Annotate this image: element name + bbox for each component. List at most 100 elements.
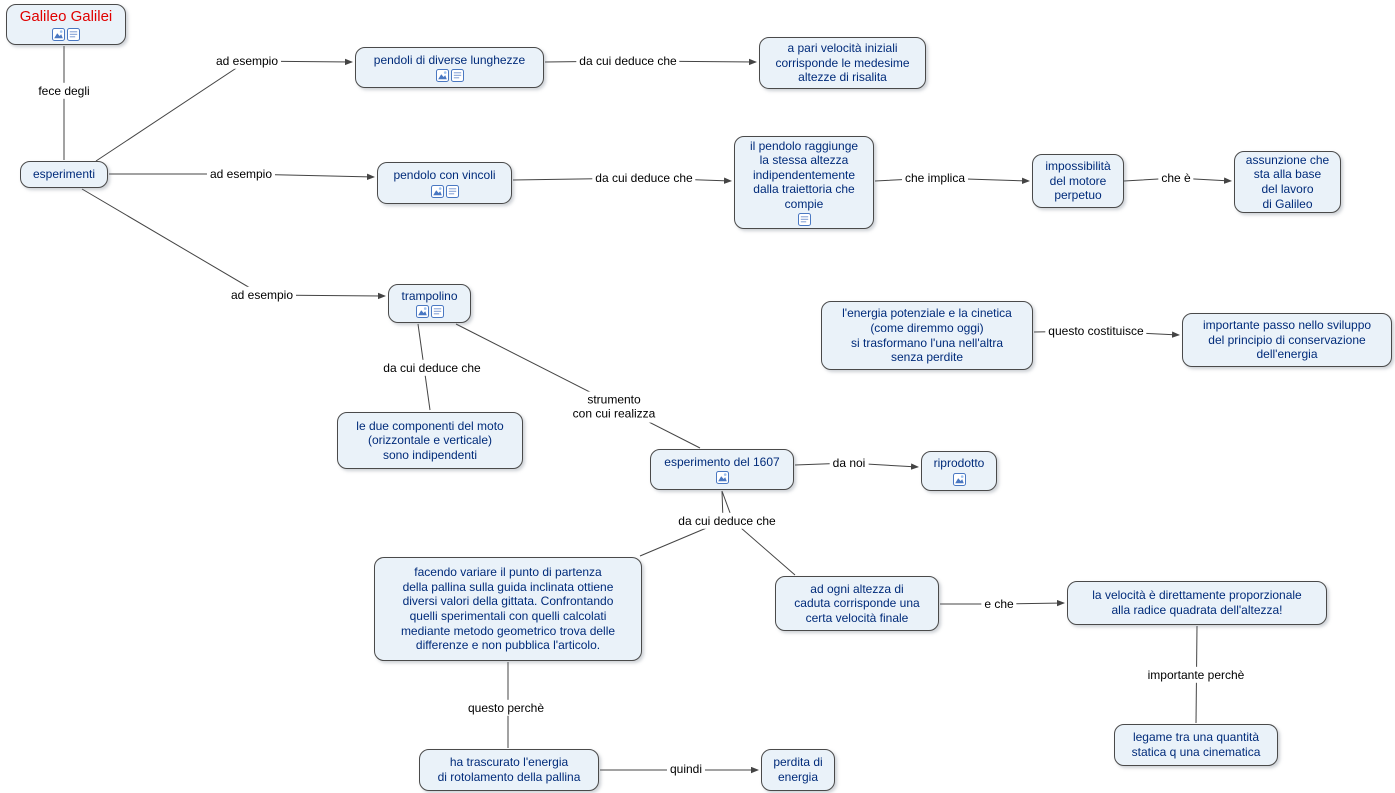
concept-text-line: della pallina sulla guida inclinata otti… [402,579,614,594]
concept-text-line: impossibilità [1045,159,1111,174]
concept-text-line: (orizzontale e verticale) [367,433,493,448]
concept-text-line: riprodotto [933,456,985,471]
concept-text-line: il pendolo raggiunge [749,138,859,153]
concept-text-line: ad ogni altezza di [810,581,904,596]
concept-text-line: perdita di [773,755,823,770]
link-label-text: ad esempio [215,53,279,68]
concept-text-line: quelli sperimentali con quelli calcolati [409,609,607,623]
link-label-fece-degli[interactable]: fece degli [35,82,93,100]
concept-riprodotto[interactable]: riprodotto [921,451,997,491]
concept-text-line: dalla traiettoria che [753,182,855,197]
concept-trampolino[interactable]: trampolino [388,284,471,323]
link-label-importante-perche[interactable]: importante perchè [1144,666,1248,684]
image-icon[interactable] [435,69,449,83]
image-icon[interactable] [430,184,444,198]
resource-icons [952,472,966,486]
link-label-ad-esempio-3[interactable]: ad esempio [227,286,297,304]
concept-text-line: di rotolamento della pallina [437,770,581,784]
concept-text-line: perpetuo [1054,188,1102,203]
concept-pendoli-diverse-lunghezze[interactable]: pendoli di diverse lunghezze [355,47,544,88]
link-label-text: importante perchè [1147,667,1245,682]
concept-text-line: le due componenti del moto [356,418,504,433]
concept-text-line: a pari velocità iniziali [787,41,898,56]
link-label-che-e[interactable]: che è [1158,169,1194,187]
link-label-text: da cui deduce che [595,170,693,185]
concept-text-line: caduta corrisponde una [794,596,920,611]
link-label-che-implica[interactable]: che implica [901,169,969,187]
concept-text-line: statica q una cinematica [1131,745,1261,759]
concept-text-line: pendoli di diverse lunghezze [373,52,526,67]
concept-text-line: (come diremmo oggi) [870,320,984,335]
concept-text-line: ha trascurato l'energia [449,755,569,770]
concept-esperimenti[interactable]: esperimenti [20,161,108,188]
concept-text-line: facendo variare il punto di partenza [414,565,602,580]
concept-text-line: la stessa altezza [759,153,849,168]
concept-esperimento-del-1607[interactable]: esperimento del 1607 [650,449,794,490]
link-label-da-cui-deduce-che-1[interactable]: da cui deduce che [576,52,680,70]
notes-icon[interactable] [450,69,464,83]
link-line-esperimenti--pendoli-diverse-lunghezze [95,58,353,162]
link-label-ad-esempio-2[interactable]: ad esempio [206,165,276,183]
concept-le-due-componenti[interactable]: le due componenti del moto(orizzontale e… [337,412,523,469]
concept-text-line: l'energia potenziale e la cinetica [842,306,1012,321]
link-label-e-che[interactable]: e che [981,595,1017,613]
concept-text-line: esperimenti [32,167,96,182]
link-label-text: ad esempio [230,287,294,302]
concept-text-line: dell'energia [1256,347,1318,362]
concept-text-line: certa velocità finale [805,610,909,625]
concept-text-line: di Galileo [1262,196,1313,211]
concept-text-line: energia [777,770,819,784]
concept-text-line: compie [784,196,824,211]
link-label-da-cui-deduce-che-3[interactable]: da cui deduce che [380,359,484,377]
notes-icon[interactable] [797,213,811,227]
concept-la-velocita-proporzionale[interactable]: la velocità è direttamente proporzionale… [1067,581,1327,625]
concept-text-line: del lavoro [1261,182,1314,196]
link-label-quindi[interactable]: quindi [666,760,706,778]
link-line-esperimenti--trampolino [81,188,386,300]
link-label-ad-esempio-1[interactable]: ad esempio [212,52,282,70]
link-label-text: quindi [669,761,703,776]
concept-text-line: esperimento del 1607 [664,454,780,469]
concept-galileo-galilei[interactable]: Galileo Galilei [6,4,126,45]
link-label-text: fece degli [38,83,90,98]
link-label-questo-perche[interactable]: questo perchè [464,699,548,717]
link-label-text: con cui realizza [572,407,656,421]
concept-text-line: corrisponde le medesime [775,55,910,70]
notes-icon[interactable] [430,305,444,319]
image-icon[interactable] [715,471,729,485]
image-icon[interactable] [952,472,966,486]
concept-text-line: Galileo Galilei [19,7,113,25]
link-label-da-cui-deduce-che-4[interactable]: da cui deduce che [675,512,779,530]
notes-icon[interactable] [445,184,459,198]
resource-icons [415,305,444,319]
link-label-text: da noi [832,455,866,470]
resource-icons [715,471,729,485]
concept-text-line: differenze e non pubblica l'articolo. [415,638,601,653]
link-label-da-noi[interactable]: da noi [829,454,869,472]
image-icon[interactable] [52,28,65,42]
concept-text-line: del motore [1049,173,1107,188]
link-label-text: che implica [904,170,966,185]
notes-icon[interactable] [67,28,80,42]
concept-energia-potenziale-cinetica[interactable]: l'energia potenziale e la cinetica(come … [821,301,1033,370]
link-label-questo-costituisce[interactable]: questo costituisce [1045,322,1147,340]
link-label-text: da cui deduce che [383,360,481,375]
link-label-da-cui-deduce-che-2[interactable]: da cui deduce che [592,169,696,187]
concept-text-line: sta alla base [1253,167,1322,182]
image-icon[interactable] [415,305,429,319]
concept-text-line: legame tra una quantità [1132,730,1260,745]
concept-text-line: si trasformano l'una nell'altra [851,335,1003,350]
concept-pendolo-con-vincoli[interactable]: pendolo con vincoli [377,162,512,204]
